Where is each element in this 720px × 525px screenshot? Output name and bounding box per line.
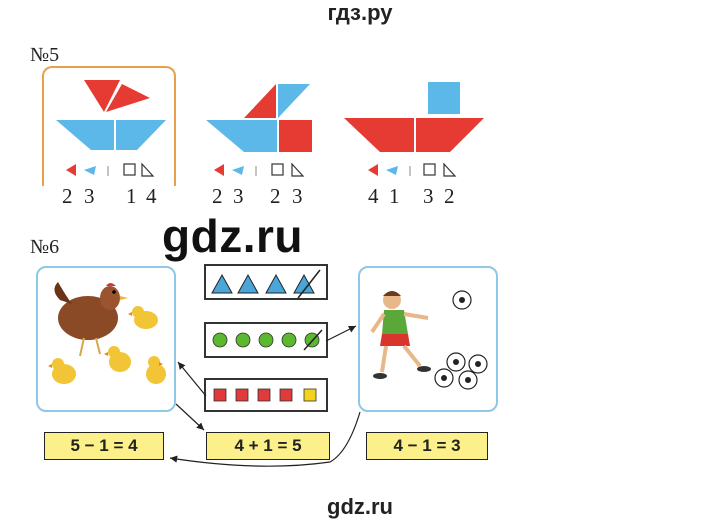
soccer-ball-icon	[446, 352, 466, 372]
square-icon	[279, 388, 293, 402]
blue-triangle-icon	[386, 166, 398, 175]
count: 1	[389, 184, 400, 208]
square-icon	[257, 388, 271, 402]
equation-box-1: 5 − 1 = 4	[44, 432, 164, 460]
arrow-circles-to-boy	[325, 325, 357, 342]
count: 4	[368, 184, 379, 208]
soccer-ball-icon	[452, 290, 472, 310]
triangle-icon	[211, 273, 233, 294]
steamboat-hull-left	[344, 118, 380, 152]
square-icon	[303, 388, 317, 402]
exercise-5-counts: 2 3 1 4 2 3 2 3 4 1 3 2	[0, 184, 720, 210]
legend-group-2	[214, 162, 305, 177]
steamboat-hull-square-1	[380, 118, 414, 152]
blue-triangle-icon	[232, 166, 244, 175]
triangle-icon	[237, 273, 259, 294]
count: 4	[146, 184, 157, 208]
count: 3	[84, 184, 95, 208]
count: 3	[233, 184, 244, 208]
arrow-boy-to-equation	[169, 411, 361, 467]
ship-hull-red-square	[279, 120, 312, 152]
circle-icon	[258, 332, 274, 348]
triangle-icon	[141, 162, 155, 177]
count: 3	[423, 184, 434, 208]
square-icon	[213, 388, 227, 402]
exercise-5-label: №5	[30, 44, 60, 66]
soccer-ball-icon	[468, 354, 488, 374]
square-icon	[423, 163, 436, 176]
square-icon	[271, 163, 284, 176]
figure-ship	[206, 84, 312, 152]
equation-box-2: 4 + 1 = 5	[206, 432, 330, 460]
square-icon	[235, 388, 249, 402]
ship-sail-blue	[278, 84, 310, 118]
boat-hull-mid-1	[91, 120, 114, 150]
steamboat-hull-right	[450, 118, 484, 152]
legend-group-3	[368, 162, 457, 177]
boat-hull-left	[56, 120, 91, 150]
circle-icon	[235, 332, 251, 348]
site-title-top: гдз.ру	[327, 0, 393, 25]
site-title-bottom: gdz.ru	[327, 494, 393, 519]
cross-out-line	[297, 269, 321, 299]
count: 2	[212, 184, 223, 208]
equation-box-3: 4 − 1 = 3	[366, 432, 488, 460]
red-triangle-icon	[368, 164, 378, 176]
count: 2	[444, 184, 455, 208]
chick-image	[128, 306, 158, 329]
cross-out-line	[303, 329, 323, 351]
arrow-squares-to-hen	[177, 361, 207, 397]
red-triangle-icon	[66, 164, 76, 176]
figure-steamboat	[344, 82, 484, 152]
count: 2	[62, 184, 73, 208]
arrow-hen-to-equation	[175, 403, 205, 431]
chick-image	[146, 356, 166, 384]
ship-hull-left	[206, 120, 244, 152]
ship-sail-red	[244, 84, 276, 118]
soccer-ball-icon	[434, 368, 454, 388]
circle-icon	[212, 332, 228, 348]
triangle-icon	[265, 273, 287, 294]
legend-group-1	[66, 162, 155, 177]
selected-figure-frame	[42, 66, 176, 186]
exercise-6-label: №6	[30, 236, 60, 258]
picture-boy-balls	[358, 266, 498, 412]
boat-sail-right	[106, 84, 150, 112]
watermark: gdz.ru	[162, 210, 303, 262]
steamboat-cabin	[428, 82, 460, 114]
chick-image	[104, 346, 131, 372]
boat-sail-left	[84, 80, 120, 112]
steamboat-hull-square-2	[416, 118, 450, 152]
picture-hen-chicks	[36, 266, 176, 412]
hen-image	[54, 282, 128, 357]
soccer-ball-icon	[458, 370, 478, 390]
blue-triangle-icon	[84, 166, 96, 175]
triangle-icon	[443, 162, 457, 177]
boat-hull-right	[137, 120, 166, 150]
square-icon	[123, 163, 136, 176]
figure-boat	[56, 80, 166, 150]
ship-hull-blue-square	[244, 120, 277, 152]
chick-image	[48, 358, 76, 384]
boat-hull-mid-2	[116, 120, 137, 150]
boy-image	[370, 291, 431, 379]
circle-icon	[281, 332, 297, 348]
count: 1	[126, 184, 137, 208]
count: 2	[270, 184, 281, 208]
triangle-icon	[291, 162, 305, 177]
count: 3	[292, 184, 303, 208]
red-triangle-icon	[214, 164, 224, 176]
